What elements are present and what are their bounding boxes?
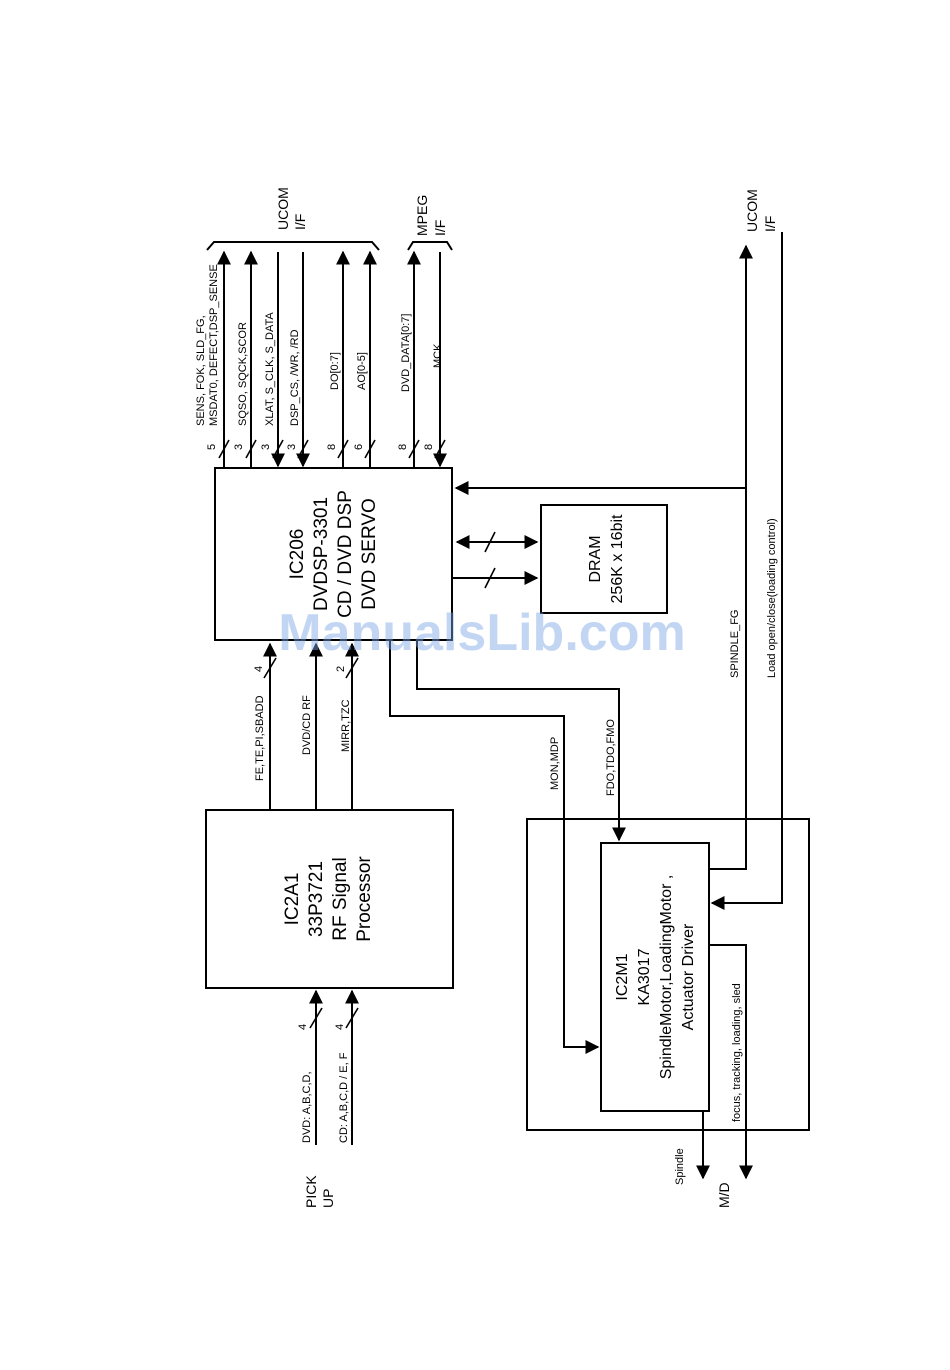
count-dvd-pu: 4 [297,1024,309,1030]
sig-dvd-pu: DVD: A,B,C,D, [301,1071,313,1143]
dram-label: DRAM 256K x 16bit [587,514,626,604]
sig-load: Load open/close(loading control) [766,518,778,678]
sig-fe: FE,TE,PI,SBADD [254,695,266,781]
ic206-label-line4: DVD SERVO [359,498,380,610]
dram-label-line1: DRAM [587,535,604,582]
mon-line [389,640,600,1054]
ic2m1-label-line2: KA3017 [636,948,653,1005]
ic2m1-label-line4: Actuator Driver [680,923,697,1030]
sig-fdo: FDO,TDO,FMO [605,719,617,796]
ucom-bracket [206,241,380,251]
ic206-label-line2: DVDSP-3301 [311,497,332,611]
ic2m1-label: IC2M1 KA3017 SpindleMotor,LoadingMotor ,… [614,875,697,1080]
ic2m1-label-line3: SpindleMotor,LoadingMotor , [658,875,675,1080]
ic206-label-line1: IC206 [287,529,308,580]
count-sqso: 3 [233,444,245,450]
ic206-label-line3: CD / DVD DSP [335,490,356,618]
focus-label: focus, tracking, loading, sled [731,983,743,1122]
watermark: ManualsLib.com [278,604,685,662]
sig-mon: MON,MDP [549,737,561,790]
sig-dsp-cs: DSP_CS, /WR, /RD [289,329,301,426]
sig-sqso: SQSO, SQCK,SCOR [237,322,249,426]
sig-sens-2: MSDAT0, DEFECT,DSP_SENSE [208,264,220,426]
count-do: 8 [326,444,338,450]
ic2a1-label: IC2A1 33P3721 RF Signal Processor [282,856,375,942]
sig-xlat: XLAT, S_CLK, S_DATA [264,312,276,426]
sig-spindle-fg: SPINDLE_FG [729,610,741,678]
ucom2-label-1: UCOM [744,189,760,232]
mpeg-label-1: MPEG [414,195,430,236]
ic2a1-label-line4: Processor [354,856,375,942]
ic2m1-label-line1: IC2M1 [614,953,631,1000]
ucom1-label-1: UCOM [275,187,291,230]
sig-mck: MCK [432,343,444,368]
pickup-label-1: PICK [303,1175,319,1208]
count-mck: 8 [423,444,435,450]
dram-block [540,504,668,614]
md-label: M/D [716,1182,732,1208]
ucom2-label-2: I/F [762,216,778,232]
mpeg-bracket [407,241,453,251]
pickup-label-2: UP [320,1189,336,1208]
md-out-line [709,944,753,1180]
load-line [710,232,783,910]
mpeg-label-2: I/F [432,220,448,236]
ic206-label: IC206 DVDSP-3301 CD / DVD DSP DVD SERVO [287,490,380,618]
count-mirr: 2 [335,666,347,672]
sig-dvd-data: DVD_DATA[0:7] [400,314,412,392]
dram-label-line2: 256K x 16bit [609,514,626,604]
count-sens: 5 [206,444,218,450]
top-bus-slashes [218,439,446,459]
ic2m1-block [600,842,710,1112]
ic2a1-label-line2: 33P3721 [306,861,327,937]
spindle-fg-line [709,244,753,870]
ic2a1-label-line1: IC2A1 [282,873,303,926]
count-dvd-data: 8 [397,444,409,450]
ic2a1-label-line3: RF Signal [330,857,351,940]
sig-mirr: MIRR,TZC [340,699,352,752]
spindle-label: Spindle [674,1148,686,1185]
sig-sens-1: SENS, FOK, SLD_FG, [195,315,207,426]
fdo-line [416,640,626,842]
count-cd-pu: 4 [334,1024,346,1030]
count-ao: 6 [353,444,365,450]
ucom1-label-2: I/F [292,214,308,230]
ic2a1-block [205,809,454,989]
sig-cd-pu: CD: A,B,C,D / E, F [338,1052,350,1143]
sig-rf: DVD/CD RF [301,695,313,755]
count-xlat: 3 [260,444,272,450]
ic206-block [214,467,453,641]
sig-do: DO[0:7] [329,352,341,390]
count-dsp-cs: 3 [286,444,298,450]
sig-ao: AO[0-5] [356,352,368,390]
count-fe: 4 [253,666,265,672]
